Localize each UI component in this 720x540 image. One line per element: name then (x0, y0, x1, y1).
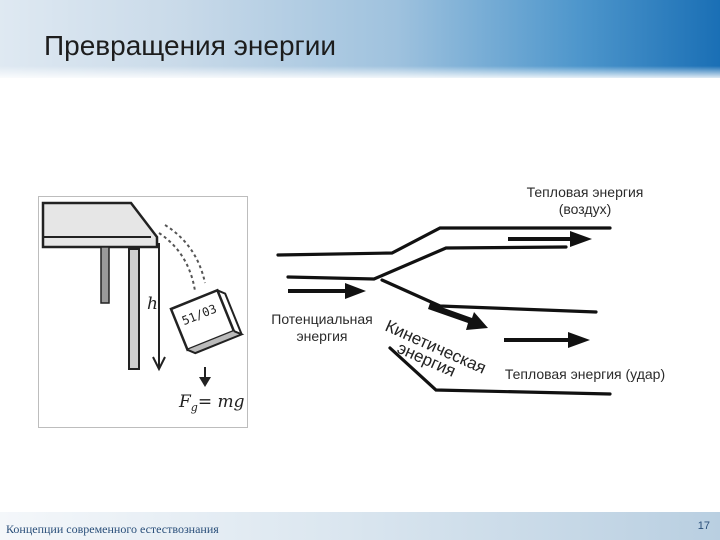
heat-air-arrow (508, 231, 592, 247)
falling-book-illustration: h 51/03 Fg= mg (38, 196, 248, 428)
height-label: h (147, 294, 158, 314)
table-leg-back (100, 246, 110, 304)
slide-title: Превращения энергии (44, 30, 337, 61)
heat-hit-label: Тепловая энергия (удар) (504, 366, 666, 382)
slide-header (0, 0, 720, 78)
flow-channel (276, 226, 612, 396)
heat-air-label-line2: (воздух) (558, 201, 612, 217)
heat-air-label-line1: Тепловая энергия (526, 184, 644, 200)
falling-book-drawing: h 51/03 Fg= mg (41, 201, 245, 414)
heat-hit-arrow (504, 332, 590, 348)
force-label: Fg= mg (178, 392, 245, 414)
channel-bottom-line (388, 346, 612, 396)
potential-energy-label: Потенциальная энергия (258, 311, 386, 345)
kinetic-arrow (428, 303, 488, 330)
table-leg-front (128, 248, 140, 370)
channel-inner-lower-line (380, 278, 598, 314)
slide-footer: Концепции современного естествознания 17 (0, 512, 720, 540)
heat-air-label: Тепловая энергия (воздух) (490, 184, 680, 218)
header-fade (0, 66, 720, 80)
channel-top-line (276, 226, 612, 257)
potential-label-line1: Потенциальная (271, 311, 373, 327)
force-arrow-head (199, 377, 211, 387)
flow-arrows (288, 231, 592, 348)
footer-course-title: Концепции современного естествознания (6, 522, 219, 536)
motion-arc-2 (158, 232, 196, 292)
input-arrow (288, 283, 366, 299)
height-arrow (152, 356, 166, 372)
motion-arc-1 (164, 224, 206, 284)
page-number: 17 (697, 520, 710, 532)
channel-inner-upper-line (286, 245, 568, 281)
book: 51/03 (169, 288, 245, 355)
potential-label-line2: энергия (296, 328, 348, 344)
